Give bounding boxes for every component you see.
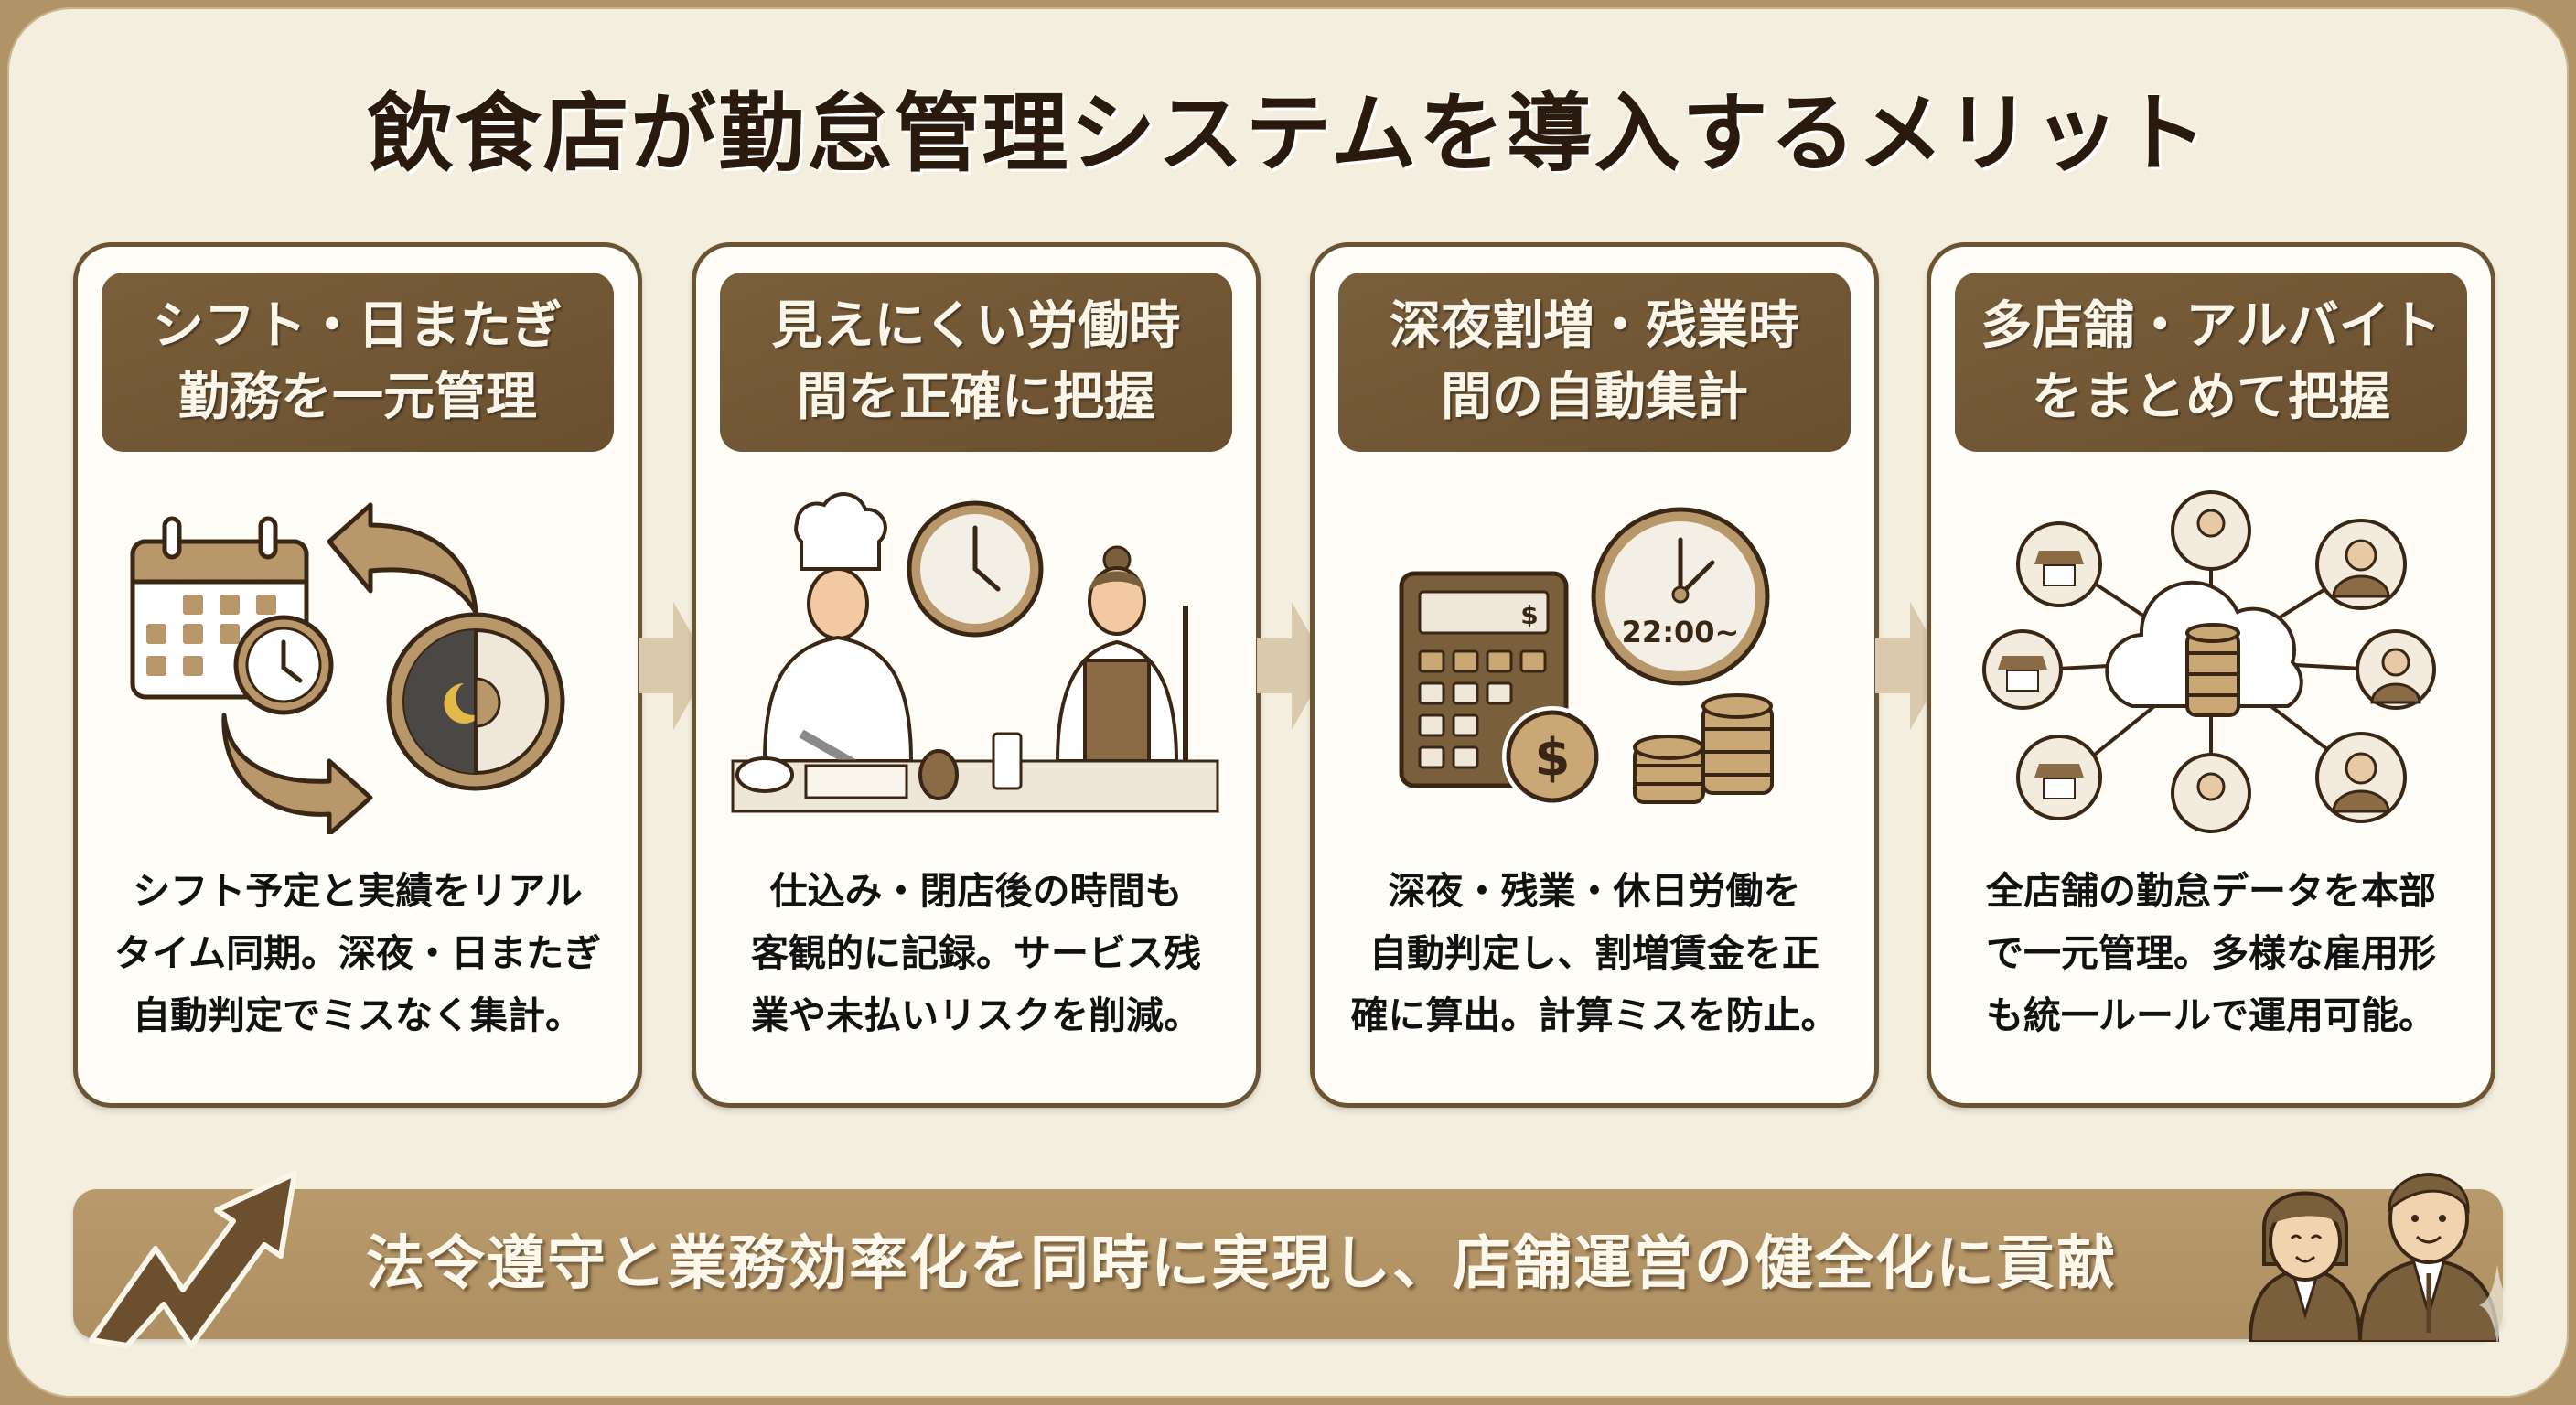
svg-text:$: $ (1535, 728, 1571, 788)
svg-text:$: $ (1520, 600, 1538, 630)
card-heading: シフト・日またぎ 勤務を一元管理 (153, 296, 563, 427)
card-heading-box: 深夜割増・残業時 間の自動集計 (1338, 273, 1851, 452)
card-description: 全店舗の勤怠データを本部 で一元管理。多様な雇用形 も統一ルールで運用可能。 (1986, 869, 2436, 1037)
benefit-card-multi-store: 多店舗・アルバイト をまとめて把握 全店舗の勤怠デー (1927, 242, 2496, 1108)
summary-banner: 法令遵守と業務効率化を同時に実現し、店舗運営の健全化に貢献 (73, 1189, 2503, 1339)
card-heading-box: シフト・日またぎ 勤務を一元管理 (102, 273, 614, 452)
card-description: 深夜・残業・休日労働を 自動判定し、割増賃金を正 確に算出。計算ミスを防止。 (1350, 869, 1839, 1037)
chef-and-staff-with-clock-icon (731, 492, 1219, 813)
card-heading-box: 見えにくい労働時 間を正確に把握 (720, 273, 1232, 452)
staff-couple-icon (2248, 1173, 2516, 1342)
trend-up-arrow-icon (89, 1171, 297, 1348)
card-heading-box: 多店舗・アルバイト をまとめて把握 (1955, 273, 2467, 452)
calendar-clock-day-night-cycle-icon (130, 502, 565, 834)
benefit-card-working-hours: 見えにくい労働時 間を正確に把握 仕込み・閉店後の時間も 客観的に記録。サービス… (692, 242, 1261, 1108)
calculator-clock-coins-icon: 22:00~ $ $ (1399, 507, 1774, 807)
step-arrow-icon (1257, 602, 1328, 730)
card-description: 仕込み・閉店後の時間も 客観的に記録。サービス残 業や未払いリスクを削減。 (751, 869, 1201, 1037)
benefit-card-overtime: 深夜割増・残業時 間の自動集計 22:00~ $ $ (1310, 242, 1879, 1108)
step-arrow-icon (639, 602, 710, 730)
card-heading: 見えにくい労働時 間を正確に把握 (771, 296, 1181, 427)
card-heading: 多店舗・アルバイト をまとめて把握 (1980, 296, 2442, 427)
cloud-database-network-icon (1982, 490, 2436, 833)
banner-text: 法令遵守と業務効率化を同時に実現し、店舗運営の健全化に貢献 (366, 1230, 2117, 1298)
benefit-card-shift: シフト・日またぎ 勤務を一元管理 シフト予定と実績をリアル タイム同期。深夜・日… (73, 242, 642, 1108)
page-title: 飲食店が勤怠管理システムを導入するメリット (367, 84, 2209, 184)
card-description: シフト予定と実績をリアル タイム同期。深夜・日またぎ 自動判定でミスなく集計。 (113, 869, 602, 1037)
step-arrow-icon (1875, 602, 1947, 730)
card-heading: 深夜割増・残業時 間の自動集計 (1390, 296, 1799, 427)
svg-text:22:00~: 22:00~ (1622, 615, 1740, 649)
